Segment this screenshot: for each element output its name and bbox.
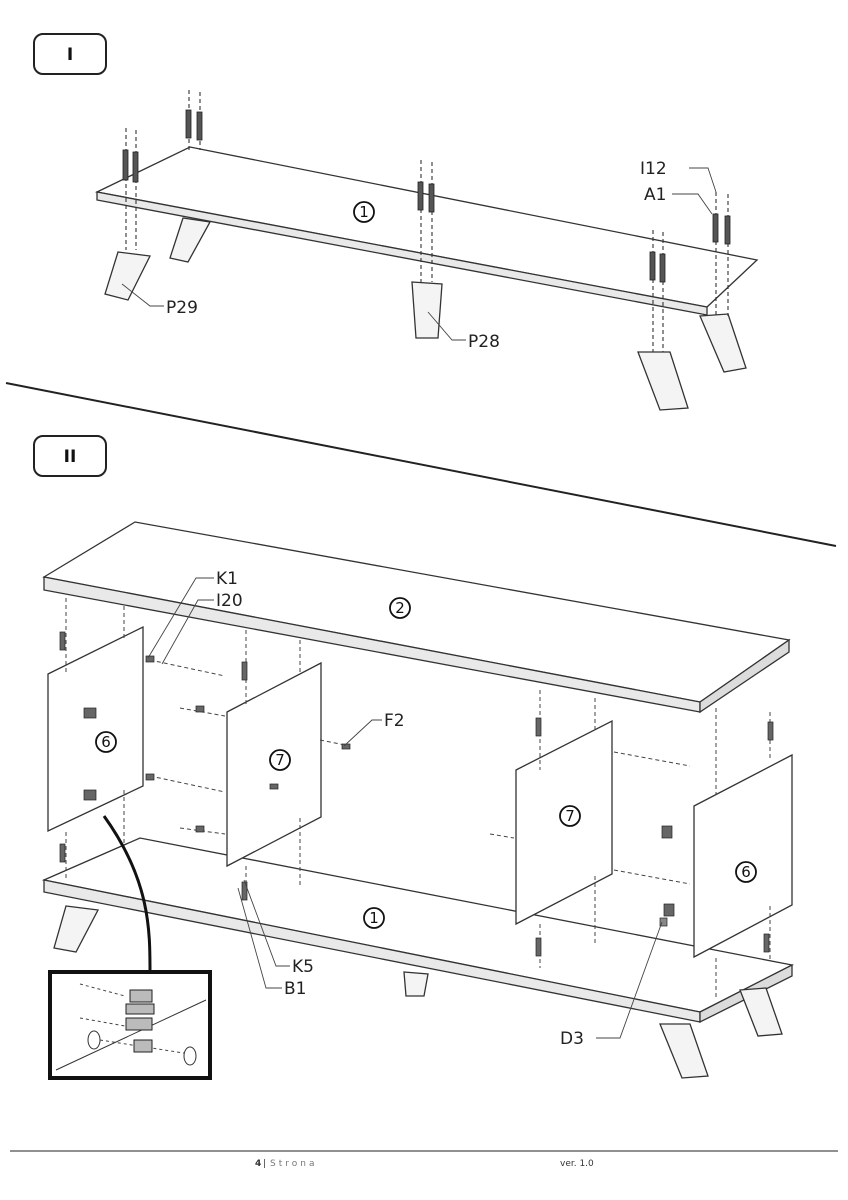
door-right-number: 6 (741, 863, 751, 881)
divider-left-number: 7 (275, 751, 285, 769)
leg-rear-left (104, 251, 151, 301)
bottom-panel-circle (363, 907, 385, 929)
divider-right-number: 7 (565, 807, 575, 825)
screws-one (122, 109, 731, 283)
footer-version: ver. 1.0 (560, 1159, 594, 1169)
legs-two (53, 905, 783, 1079)
bottom-panel-number: 1 (369, 909, 379, 927)
board-one (94, 146, 759, 316)
door-left: 6 (47, 625, 144, 833)
leg-front-right (637, 351, 689, 411)
footer-page-number: 4 (255, 1159, 261, 1169)
hardware-two (59, 631, 774, 957)
detail-inset (48, 970, 212, 1080)
board-one-number: 1 (359, 203, 369, 221)
leg-center (411, 281, 443, 339)
label-screw: I12 (640, 159, 667, 179)
legs-one (104, 217, 747, 411)
part-number-circle (353, 201, 375, 223)
top-panel (42, 521, 791, 714)
leg-front-left (169, 217, 212, 263)
step-one-badge (33, 33, 107, 75)
divider-left: 7 (226, 661, 322, 868)
section-divider (5, 382, 837, 547)
step-two-badge (33, 435, 107, 477)
detail-callout-curve (102, 815, 152, 973)
label-f2: F2 (384, 711, 405, 731)
door-right: 6 (693, 753, 793, 959)
leaders-one (121, 167, 717, 341)
step-one: I 1 (33, 33, 759, 411)
label-d3: D3 (560, 1029, 584, 1049)
step-one-label: I (67, 45, 73, 65)
label-leg-rear: P29 (166, 298, 198, 318)
door-left-number: 6 (101, 733, 111, 751)
label-leg-center: P28 (468, 332, 500, 352)
footer-page-word: Strona (270, 1159, 317, 1169)
label-i20: I20 (216, 591, 243, 611)
step-two: II 2 1 6 (33, 435, 794, 1080)
label-k5: K5 (292, 957, 314, 977)
top-panel-circle (389, 597, 411, 619)
divider-right: 7 (515, 719, 613, 926)
leaders-two (147, 577, 663, 1039)
step-two-label: II (64, 447, 77, 467)
label-k1: K1 (216, 569, 238, 589)
footer-separator: | (263, 1159, 266, 1169)
leg-rear-right (699, 313, 747, 373)
label-bracket: A1 (644, 185, 666, 205)
label-b1: B1 (284, 979, 306, 999)
top-panel-number: 2 (395, 599, 405, 617)
